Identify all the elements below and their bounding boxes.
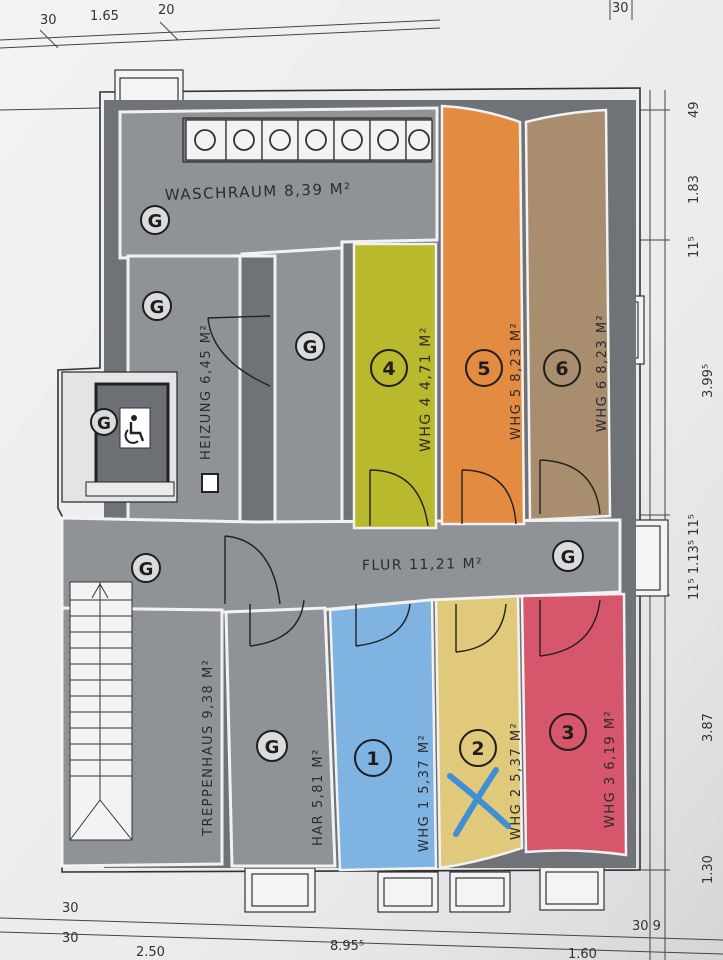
- dim-right-49: 49: [687, 101, 702, 118]
- room-whg3: [520, 592, 628, 857]
- g-marker-flur: G: [561, 547, 576, 568]
- marker-6: 6: [555, 358, 568, 380]
- dim-bottom-309: 30 9: [632, 919, 661, 934]
- wc-grab-bar: [85, 481, 175, 497]
- dim-bottom-250: 2.50: [136, 945, 165, 960]
- room-whg5: [440, 104, 526, 526]
- dim-top-165: 1.65: [90, 9, 119, 24]
- dim-top-30b: 30: [612, 1, 629, 16]
- label-treppenhaus: TREPPENHAUS 9,38 M²: [201, 659, 216, 837]
- marker-3: 3: [561, 722, 574, 744]
- label-whg5: WHG 5 8,23 M²: [509, 322, 524, 440]
- g-marker-har: G: [265, 737, 280, 758]
- dim-top-30: 30: [40, 13, 57, 28]
- dim-right-11b: 11⁵ 1.13⁵ 11⁵: [687, 514, 702, 600]
- g-marker-wc: G: [97, 414, 111, 434]
- label-whg2: WHG 2 5,37 M²: [509, 722, 524, 840]
- marker-4: 4: [382, 358, 395, 380]
- g-marker-treppenhaus: G: [139, 559, 154, 580]
- label-flur: FLUR 11,21 M²: [362, 556, 484, 574]
- room-labels: WASCHRAUM 8,39 M² HEIZUNG 6,45 M² WHG 4 …: [165, 179, 618, 852]
- washing-machines: [182, 117, 433, 163]
- marker-5: 5: [477, 358, 490, 380]
- label-whg3: WHG 3 6,19 M²: [603, 710, 618, 828]
- label-heizung: HEIZUNG 6,45 M²: [199, 324, 214, 460]
- g-marker-hall: G: [303, 337, 318, 358]
- label-whg1: WHG 1 5,37 M²: [417, 734, 432, 852]
- label-har: HAR 5,81 M²: [311, 748, 326, 846]
- dim-bottom-30b: 30: [62, 931, 79, 946]
- apartment-number-markers: 4 5 6 1 2 3: [354, 349, 587, 777]
- wheelchair-icon: [119, 407, 151, 449]
- heater-box: [201, 473, 219, 493]
- dim-top-20: 20: [158, 3, 175, 18]
- dim-bottom-895: 8.95⁵: [330, 939, 364, 954]
- dim-right-11a: 11⁵: [687, 236, 702, 258]
- handwritten-x-mark: [447, 767, 511, 837]
- room-whg2: [434, 594, 524, 870]
- dim-right-130: 1.30: [701, 855, 716, 884]
- apartment-rooms: [328, 104, 628, 872]
- dim-right-183: 1.83: [687, 175, 702, 204]
- dim-right-387: 3.87: [701, 713, 716, 742]
- marker-1: 1: [366, 748, 379, 770]
- label-whg6: WHG 6 8,23 M²: [595, 314, 610, 432]
- g-marker-waschraum: G: [148, 211, 163, 232]
- dimension-labels: 30 1.65 20 30 49 1.83 11⁵ 3.99⁵ 11⁵ 1.13…: [40, 1, 716, 960]
- marker-2: 2: [471, 738, 484, 760]
- door-swings: [207, 315, 601, 657]
- dim-bottom-30a: 30: [62, 901, 79, 916]
- room-whg1: [328, 598, 438, 872]
- g-markers: G G G G G G G: [90, 205, 584, 762]
- label-whg4: WHG 4 4,71 M²: [418, 326, 434, 452]
- room-whg6: [524, 108, 612, 522]
- staircase: [69, 581, 133, 841]
- dim-right-399: 3.99⁵: [701, 364, 716, 398]
- g-marker-heizung: G: [150, 297, 165, 318]
- dim-bottom-160: 1.60: [568, 947, 597, 960]
